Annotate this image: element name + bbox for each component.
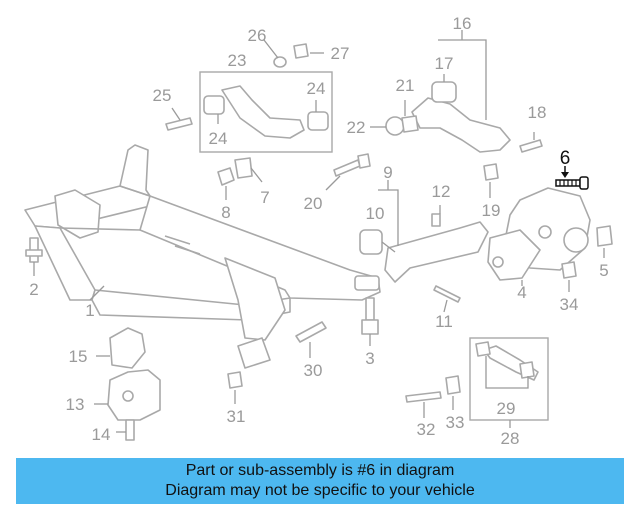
callout-13: 13 — [66, 395, 85, 414]
callout-14: 14 — [92, 425, 111, 444]
trailing-arm-drawing — [411, 30, 511, 153]
stud-drawing — [25, 237, 43, 276]
callout-28: 28 — [501, 429, 520, 448]
callout-33: 33 — [446, 413, 465, 432]
callout-21: 21 — [396, 76, 415, 95]
callout-30: 30 — [304, 361, 323, 380]
bolt-30-drawing — [295, 321, 327, 358]
callout-17: 17 — [435, 54, 454, 73]
mount-bushing-drawing — [96, 327, 146, 369]
caption-line-1: Part or sub-assembly is #6 in diagram — [185, 462, 455, 479]
callout-25: 25 — [153, 86, 172, 105]
callout-20: 20 — [304, 194, 323, 213]
clip-33-drawing — [445, 375, 461, 410]
nut-31-drawing — [227, 371, 243, 404]
parts-diagram: 2 1 3 4 5 6 7 8 9 10 11 12 13 14 15 16 1… — [24, 14, 613, 448]
callout-31: 31 — [227, 407, 246, 426]
callout-18: 18 — [528, 103, 547, 122]
callout-12: 12 — [432, 182, 451, 201]
callout-10: 10 — [366, 204, 385, 223]
callout-23: 23 — [228, 51, 247, 70]
callout-5: 5 — [599, 261, 608, 280]
callout-6: 6 — [560, 148, 571, 169]
callout-4: 4 — [517, 283, 526, 302]
upper-arm-group-drawing — [199, 71, 333, 153]
callout-22: 22 — [347, 118, 366, 137]
bolt-25-drawing — [165, 107, 193, 131]
bolt-32-drawing — [405, 391, 442, 418]
callout-24-right: 24 — [307, 79, 326, 98]
nut-26-27-drawing — [263, 39, 324, 68]
callout-2: 2 — [29, 280, 38, 299]
caption-banner: Part or sub-assembly is #6 in diagram Di… — [16, 458, 624, 504]
callout-9: 9 — [383, 163, 392, 182]
callout-29: 29 — [497, 399, 516, 418]
leader-9 — [378, 180, 399, 246]
lateral-link-drawing — [359, 221, 489, 283]
nut-34-drawing — [561, 261, 577, 292]
bolt-6-drawing — [555, 176, 589, 190]
leader-1 — [89, 285, 105, 301]
bolt-20-drawing — [325, 153, 371, 191]
callout-15: 15 — [69, 347, 88, 366]
link-group-drawing — [469, 337, 549, 428]
bolt-11-drawing — [433, 285, 461, 313]
bolt-18-drawing — [519, 132, 543, 153]
nut-8-drawing — [217, 167, 235, 200]
bracket-7-drawing — [234, 157, 263, 183]
bushing-5-drawing — [596, 225, 613, 247]
callout-26: 26 — [248, 26, 267, 45]
callout-3: 3 — [365, 349, 374, 368]
caption-line-2: Diagram may not be specific to your vehi… — [165, 482, 475, 499]
bolt-3-drawing — [361, 297, 379, 346]
callout-16: 16 — [453, 14, 472, 33]
bolt-14-drawing — [116, 419, 135, 441]
bolt-12-drawing — [431, 205, 441, 227]
callout-11: 11 — [435, 312, 453, 331]
callout-32: 32 — [417, 420, 436, 439]
subframe-drawing — [24, 144, 381, 369]
callout-27: 27 — [331, 44, 350, 63]
mount-bracket-drawing — [94, 369, 161, 421]
callout-19: 19 — [482, 201, 501, 220]
leader-6-arrow — [561, 172, 569, 178]
callout-7: 7 — [260, 188, 269, 207]
washer-22-drawing — [370, 100, 419, 136]
callout-1: 1 — [85, 301, 94, 320]
callout-8: 8 — [221, 203, 230, 222]
callout-24-left: 24 — [209, 129, 228, 148]
knuckle-drawing — [487, 187, 591, 281]
nut-19-drawing — [483, 163, 499, 198]
callout-34: 34 — [560, 295, 579, 314]
